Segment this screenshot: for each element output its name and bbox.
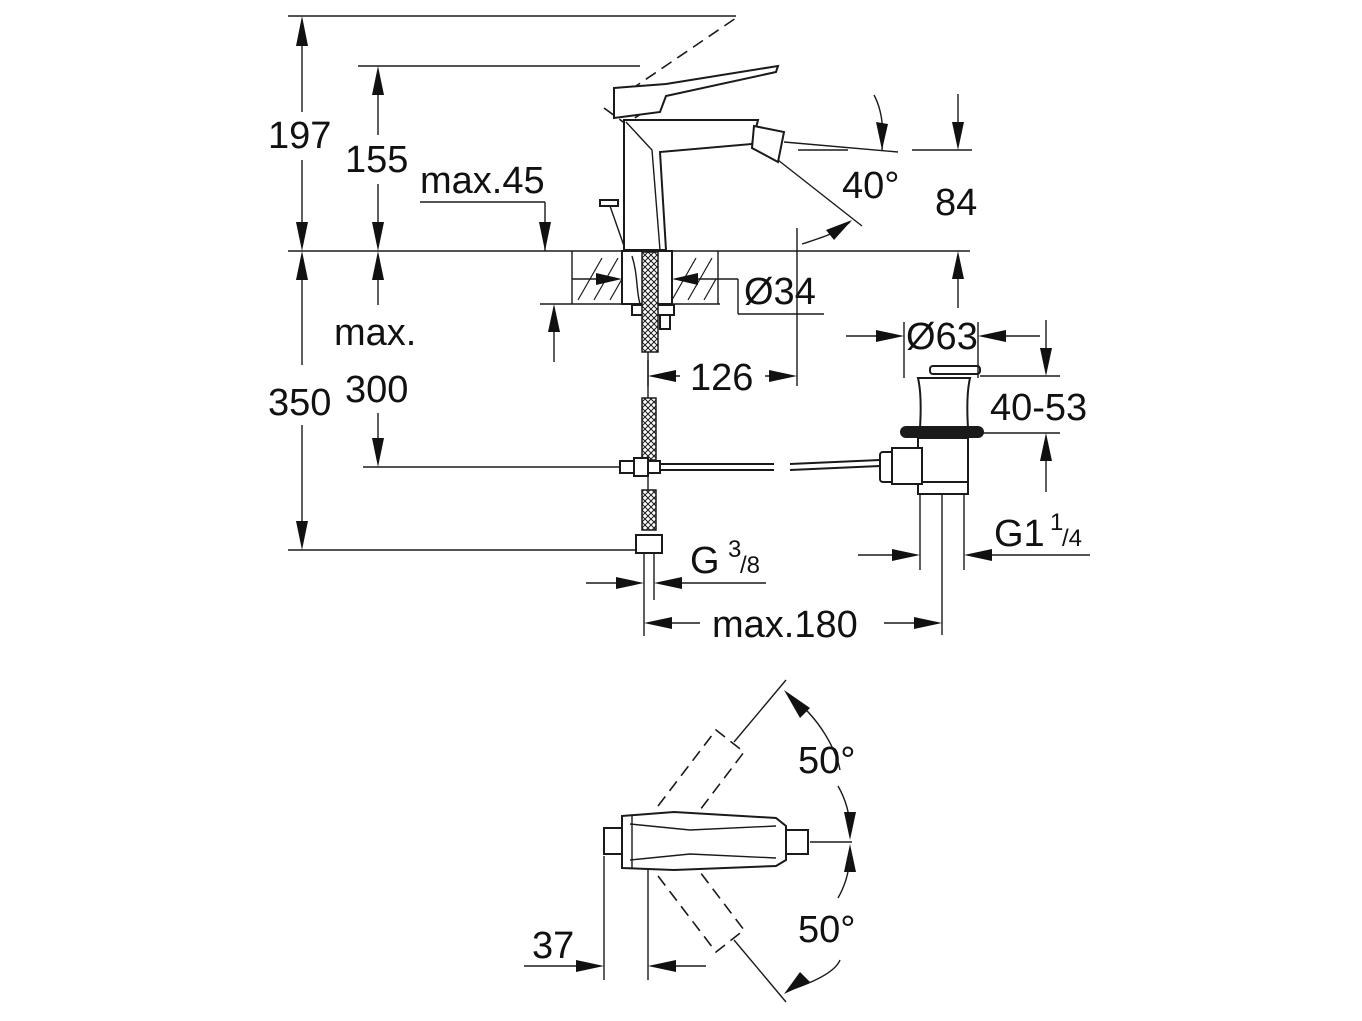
dimension-supply-thread: G 3 /8 (586, 536, 766, 589)
label-300: 300 (345, 369, 408, 411)
label-g1: G1 (994, 513, 1045, 555)
lever-handle (613, 64, 780, 120)
waste-fitting (879, 365, 984, 635)
dimension-350: 350 (268, 382, 331, 550)
arrow-down-icon (952, 122, 964, 150)
supply-nut-icon (635, 534, 663, 554)
arrow-down-icon (844, 812, 856, 840)
dimension-hole-diameter: Ø34 (572, 271, 824, 315)
label-40deg: 40° (842, 165, 899, 207)
label-50deg-top: 50° (798, 740, 855, 782)
arrow-up-icon (952, 251, 964, 279)
arrow-up-icon (372, 66, 384, 95)
arrow-down-icon (539, 222, 551, 251)
dimension-155: 155 (345, 66, 408, 251)
arrow-left-icon (672, 273, 698, 285)
label-max: max. (334, 312, 416, 354)
label-37: 37 (532, 925, 574, 967)
top-view-nozzle (785, 829, 809, 855)
arrow-up-icon (826, 220, 852, 240)
swivel-left-outline (657, 728, 746, 811)
braided-hose-icon (641, 489, 657, 531)
arrow-icon (784, 690, 810, 718)
arrow-down-icon (296, 222, 308, 251)
label-o63: Ø63 (906, 316, 978, 358)
dimension-126: 126 (647, 228, 798, 399)
dimension-197: 197 (268, 16, 331, 251)
arrow-right-icon (616, 577, 644, 589)
dimension-jet-angle: 40° (777, 94, 899, 245)
top-view-spout (621, 810, 787, 872)
label-o34: Ø34 (744, 271, 816, 313)
dimension-40-53: 40-53 (980, 320, 1087, 492)
label-g38: G (690, 540, 720, 582)
arrow-down-icon (1040, 348, 1052, 376)
arrow-left-icon (978, 330, 1006, 342)
faucet-body (599, 17, 786, 251)
label-40-53: 40-53 (990, 387, 1087, 429)
arrow-up-icon (1040, 433, 1052, 461)
arrow-right-icon (576, 960, 604, 972)
arrow-left-icon (644, 617, 672, 629)
label-max45: max.45 (420, 160, 545, 202)
pop-up-rod (660, 459, 881, 471)
arrow-left-icon (648, 960, 676, 972)
arrow-left-icon (654, 577, 682, 589)
svg-text:3: 3 (728, 536, 741, 563)
arrow-right-icon (892, 549, 920, 561)
dimension-84: 84 (912, 94, 977, 308)
label-50deg-bottom: 50° (798, 909, 855, 951)
svg-text:1: 1 (1050, 509, 1063, 536)
top-view: 50° 50° 37 (524, 679, 856, 1003)
label-350: 350 (268, 382, 331, 424)
dimension-max300: max. 300 (334, 312, 416, 467)
arrow-up-icon (296, 251, 308, 280)
dimension-max45: max.45 (420, 160, 551, 251)
arrow-right-icon (914, 617, 942, 629)
arrow-up-icon (296, 16, 308, 46)
dimension-below-deck (296, 251, 560, 365)
dimension-max180: max.180 (643, 600, 942, 646)
arrow-right-icon (876, 330, 904, 342)
braided-hose-icon (641, 251, 659, 353)
arrow-down-icon (296, 521, 308, 550)
arrow-down-icon (876, 122, 888, 150)
arrow-right-icon (596, 273, 622, 285)
label-197: 197 (268, 115, 331, 157)
swivel-right-outline (657, 871, 746, 954)
label-84: 84 (935, 182, 977, 224)
arrow-up-icon (548, 304, 560, 332)
arrow-down-icon (372, 222, 384, 251)
side-view: 197 155 max.45 350 (268, 15, 1090, 646)
svg-text:/8: /8 (740, 552, 760, 579)
arrow-down-icon (372, 438, 384, 467)
svg-text:/4: /4 (1062, 525, 1082, 552)
arrow-left-icon (964, 549, 992, 561)
label-126: 126 (690, 357, 753, 399)
braided-hose-icon (641, 397, 657, 461)
arrow-up-icon (372, 251, 384, 280)
spout-body (623, 119, 760, 251)
label-155: 155 (345, 139, 408, 181)
jet-nozzle (750, 124, 786, 164)
arrow-right-icon (769, 370, 797, 382)
waste-seal-ring (900, 426, 984, 438)
arrow-icon (784, 972, 810, 994)
arrow-left-icon (648, 370, 676, 382)
mounting-assembly (619, 251, 675, 600)
dimension-waste-thread: G1 1 /4 (858, 509, 1090, 561)
dimension-waste-diameter: Ø63 (846, 316, 1040, 378)
label-max180: max.180 (712, 604, 858, 646)
